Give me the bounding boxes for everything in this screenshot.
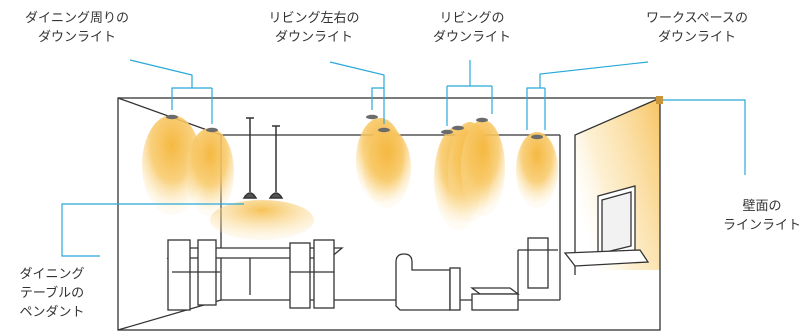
label-line: ワークスペースの — [645, 11, 749, 26]
label-workspace-downlight: ワークスペースの ダウンライト — [617, 9, 777, 47]
label-living-lr-downlight: リビング左右の ダウンライト — [246, 9, 382, 47]
label-line: ダウンライト — [657, 30, 736, 45]
dining-downlight-glow-1 — [142, 115, 202, 215]
dining-downlight-glow-2 — [186, 128, 234, 216]
sofa — [395, 253, 461, 311]
label-wall-line-light: 壁面の ラインライト — [716, 197, 808, 235]
downlight-fixtures — [166, 114, 543, 140]
wall-line-light-glow — [575, 98, 660, 270]
label-line: ダウンライト — [274, 30, 353, 45]
label-line: 壁面の — [742, 199, 782, 214]
workspace-downlight-glow — [516, 132, 558, 208]
label-line: ダウンライト — [37, 30, 116, 45]
label-line: リビング左右の — [268, 11, 360, 26]
living-lr-downlight-glow-2 — [363, 128, 411, 208]
dining-set — [166, 239, 344, 311]
label-line: ダウンライト — [432, 30, 511, 45]
label-living-downlight: リビングの ダウンライト — [408, 9, 536, 47]
living-downlight-glow-3 — [461, 120, 505, 216]
label-line: ダイニング周りの — [24, 11, 129, 26]
label-line: ペンダント — [19, 305, 85, 320]
label-line: ダイニング — [19, 267, 85, 282]
wall-line-light-fixture — [656, 96, 663, 104]
workspace-furniture — [517, 237, 558, 295]
label-line: ラインライト — [722, 218, 801, 233]
pendant-lights — [242, 117, 284, 199]
label-line: テーブルの — [19, 286, 85, 301]
downlight-glows — [142, 115, 558, 240]
label-dining-downlight: ダイニング周りの ダウンライト — [0, 9, 154, 47]
callout-lines — [61, 59, 746, 257]
label-line: リビングの — [439, 11, 505, 26]
ottoman — [470, 287, 520, 311]
pendant-glow — [210, 200, 314, 240]
label-dining-pendant: ダイニング テーブルの ペンダント — [4, 265, 100, 322]
tv-unit — [563, 185, 650, 275]
